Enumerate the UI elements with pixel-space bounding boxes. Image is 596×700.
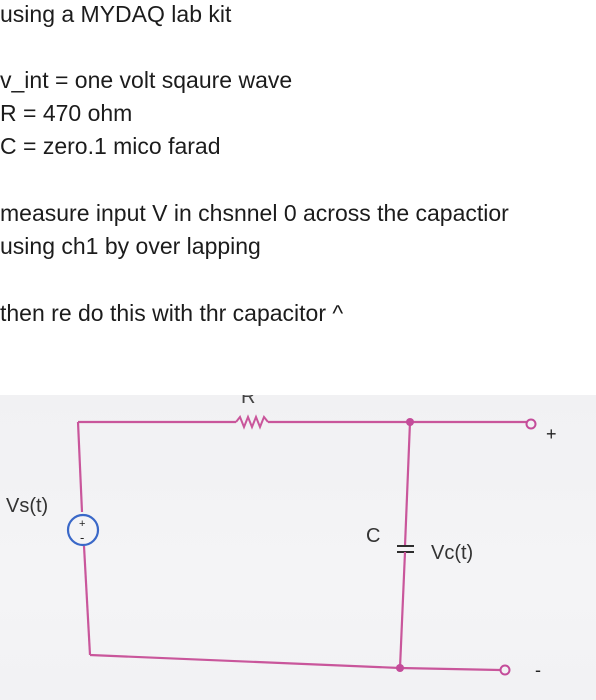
positive-terminal-node bbox=[525, 418, 537, 430]
positive-terminal-label: + bbox=[546, 424, 557, 444]
capacitor-label: C bbox=[366, 525, 380, 547]
wire-bottom-right bbox=[399, 666, 501, 672]
negative-terminal-label: - bbox=[535, 660, 541, 680]
source-minus-sign: - bbox=[80, 530, 84, 545]
junction-node-bottom bbox=[396, 664, 404, 672]
circuit-photo: + + - - R Vs(t) C Vc(t) bbox=[0, 395, 596, 700]
wire-bottom bbox=[89, 653, 401, 670]
note-line-channel: using ch1 by over lapping bbox=[0, 233, 261, 259]
rc-circuit-diagram: + + - - R Vs(t) C Vc(t) bbox=[6, 395, 557, 680]
resistor-label: R bbox=[241, 395, 255, 408]
note-line-capacitor: C = zero.1 mico farad bbox=[0, 133, 221, 159]
capacitor-voltage-label: Vc(t) bbox=[431, 542, 473, 564]
wire-left-bottom bbox=[82, 545, 92, 656]
wire-capacitor-bottom bbox=[398, 551, 407, 669]
source-label: Vs(t) bbox=[6, 495, 48, 517]
source-plus-sign: + bbox=[79, 518, 85, 530]
note-line-redo: then re do this with thr capacitor ^ bbox=[0, 300, 344, 326]
wire-capacitor-top bbox=[403, 421, 412, 547]
resistor-symbol bbox=[235, 414, 269, 430]
note-line-source: v_int = one volt sqaure wave bbox=[0, 67, 293, 93]
wire-left-top bbox=[76, 421, 84, 513]
voltage-source-symbol bbox=[66, 513, 100, 547]
junction-node-top bbox=[406, 418, 414, 426]
negative-terminal-node bbox=[499, 664, 511, 676]
note-line-measure: measure input V in chsnnel 0 across the … bbox=[0, 200, 509, 226]
note-line-resistor: R = 470 ohm bbox=[0, 100, 133, 126]
note-line-kit: using a MYDAQ lab kit bbox=[0, 1, 232, 27]
